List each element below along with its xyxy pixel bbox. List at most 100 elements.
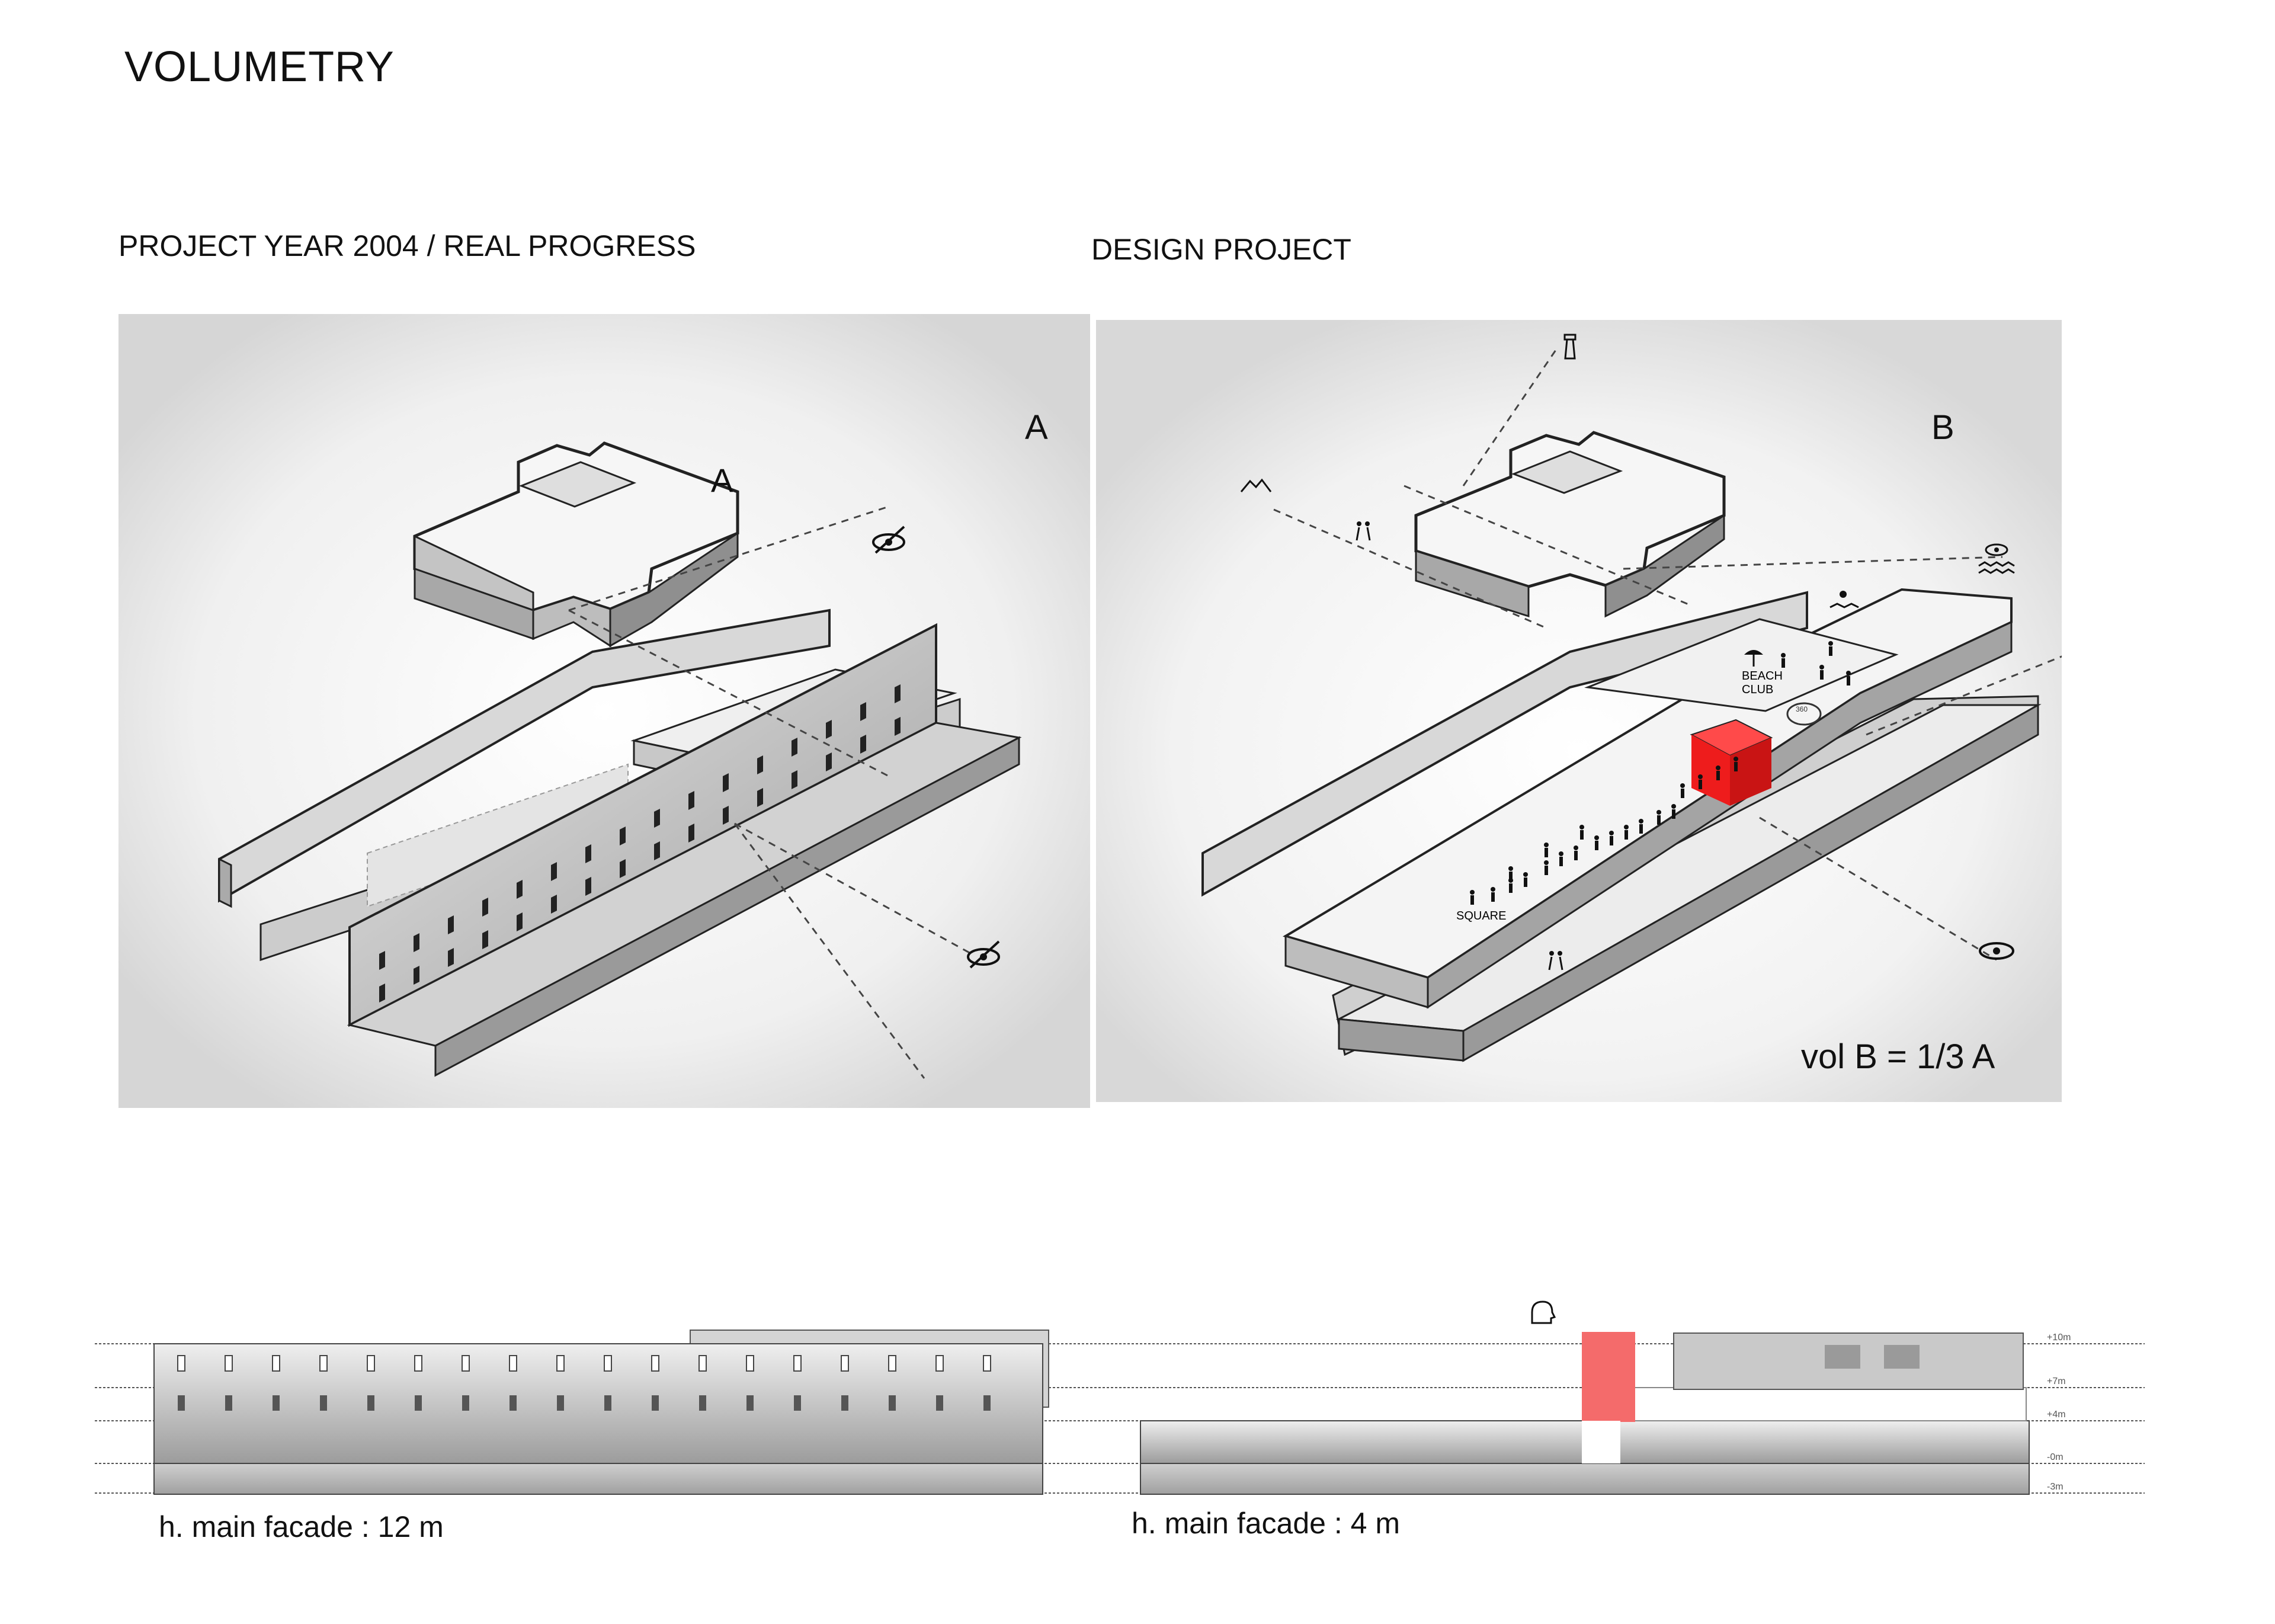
- svg-text:360: 360: [1796, 705, 1808, 713]
- section-window: [651, 1355, 659, 1372]
- facade-window: [826, 752, 832, 771]
- facade-window: [482, 930, 488, 949]
- section-window: [604, 1395, 611, 1411]
- facade-window: [792, 738, 797, 757]
- facade-window: [654, 809, 660, 828]
- section-window: [510, 1395, 517, 1411]
- red-kiosk-section: [1582, 1332, 1635, 1422]
- person-icon: [1624, 825, 1629, 840]
- caption-facade-b: h. main facade : 4 m: [1132, 1507, 1401, 1540]
- level-label: +4m: [2047, 1410, 2066, 1420]
- label-b: B: [1931, 408, 1954, 447]
- facade-window: [620, 827, 626, 845]
- facade-window: [379, 951, 385, 970]
- eye-icon: [1979, 942, 2014, 960]
- person-icon: [1544, 860, 1549, 875]
- section-window: [225, 1355, 233, 1372]
- section-b: [1140, 1332, 2030, 1495]
- section-window: [272, 1355, 280, 1372]
- facade-window: [414, 933, 419, 952]
- person-icon: [1594, 835, 1599, 850]
- person-icon: [1491, 887, 1495, 902]
- crowd-figures: [1470, 641, 1851, 905]
- villa-b: [1414, 431, 1726, 618]
- section-window: [793, 1355, 802, 1372]
- section-window: [509, 1355, 517, 1372]
- red-kiosk-volume: [1690, 719, 1773, 806]
- person-icon: [1680, 783, 1685, 798]
- beach-club-label-1: BEACH: [1742, 670, 1783, 683]
- person-icon: [1470, 890, 1475, 905]
- mountain-icon: [1240, 478, 1272, 492]
- volume-ratio-note: vol B = 1/3 A: [1801, 1037, 1995, 1076]
- head-icon: [1531, 1301, 1556, 1324]
- facade-window: [551, 862, 557, 881]
- person-icon: [1734, 757, 1738, 771]
- person-icon: [1508, 866, 1513, 881]
- person-icon: [1698, 774, 1703, 789]
- section-elevations: +10m+7m+4m-0m-3m: [95, 1301, 2145, 1495]
- facade-window: [482, 898, 488, 917]
- section-window: [462, 1395, 469, 1411]
- person-icon: [1544, 843, 1549, 857]
- section-window: [746, 1355, 754, 1372]
- facade-window: [860, 702, 866, 721]
- facade-window: [448, 915, 454, 934]
- section-window: [178, 1395, 185, 1411]
- square-label: SQUARE: [1456, 909, 1506, 922]
- section-window: [225, 1395, 232, 1411]
- facade-window: [517, 912, 523, 931]
- facade-window: [414, 966, 419, 985]
- section-window: [746, 1395, 754, 1411]
- caption-facade-a: h. main facade : 12 m: [159, 1510, 444, 1543]
- section-window: [983, 1355, 991, 1372]
- section-window: [983, 1395, 991, 1411]
- beach-club-label-2: CLUB: [1742, 683, 1773, 696]
- section-window: [935, 1355, 944, 1372]
- section-window: [273, 1395, 280, 1411]
- person-icon: [1846, 671, 1851, 686]
- facade-window: [585, 877, 591, 896]
- section-window: [414, 1355, 422, 1372]
- axonometry-a: A: [118, 314, 1090, 1108]
- section-window: [557, 1395, 564, 1411]
- facade-window: [860, 735, 866, 754]
- axonometry-b: SQUARE BEACH CLUB 360: [1096, 320, 2062, 1102]
- person-icon: [1523, 872, 1528, 887]
- facade-window: [757, 788, 763, 807]
- facade-window: [723, 773, 729, 792]
- facade-window: [654, 841, 660, 860]
- facade-windows-a: [379, 684, 901, 1002]
- section-window: [888, 1355, 896, 1372]
- section-window: [841, 1395, 848, 1411]
- villa-a: [413, 441, 739, 648]
- person-icon: [1671, 804, 1676, 819]
- section-window: [462, 1355, 470, 1372]
- level-label: +7m: [2047, 1376, 2066, 1386]
- page-title: VOLUMETRY: [124, 43, 395, 91]
- facade-window: [379, 984, 385, 1002]
- person-icon: [1574, 845, 1578, 860]
- facade-window: [688, 824, 694, 843]
- section-window: [841, 1355, 849, 1372]
- facade-window: [620, 859, 626, 878]
- section-window: [699, 1395, 706, 1411]
- section-window: [556, 1355, 565, 1372]
- facade-window: [895, 717, 901, 736]
- person-icon: [1579, 825, 1584, 840]
- person-icon: [1639, 819, 1643, 834]
- level-label: -3m: [2047, 1482, 2063, 1492]
- sight-lines-a: [568, 505, 972, 1079]
- person-icon: [1609, 831, 1614, 845]
- section-window: [367, 1355, 375, 1372]
- facade-window: [517, 880, 523, 899]
- swimmer-icon: [1829, 591, 1859, 608]
- person-icon: [1781, 653, 1786, 668]
- panel-a-label: A: [711, 462, 733, 499]
- section-window: [936, 1395, 943, 1411]
- facade-window: [688, 791, 694, 810]
- person-icon: [1819, 665, 1824, 680]
- person-icon: [1559, 851, 1563, 866]
- facade-window: [895, 684, 901, 703]
- section-window: [794, 1395, 801, 1411]
